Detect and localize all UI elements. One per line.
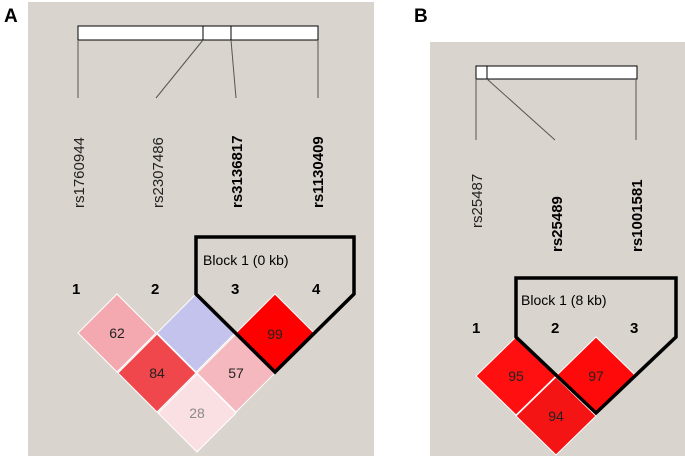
snp-connector [230,39,237,99]
snp-name-rs25487: rs25487 [469,174,486,228]
ld-cell-value: 62 [109,325,125,341]
ld-cell-1-3: 84 [117,333,197,413]
marker-number-1: 1 [72,281,80,298]
ld-cell-value: 97 [588,368,604,384]
snp-name-rs2307486: rs2307486 [150,137,167,208]
chromosome-bar [475,65,638,80]
snp-name-rs1760944: rs1760944 [71,137,88,208]
snp-connector [486,78,556,141]
ld-cell-value: 84 [149,365,165,381]
ld-cell-1-3: 94 [515,376,597,456]
panel-a: A rs1760944 rs2307486 rs3136817 rs113040… [4,2,374,456]
panel-a-ld-matrix: 62 99 84 57 28 [77,293,315,453]
panel-b-position-map [475,65,638,141]
ld-cell-value: 95 [508,368,524,384]
ld-cell-shape [117,333,197,413]
ld-cell-1-4: 28 [157,373,237,453]
marker-number-3: 3 [630,320,638,337]
panel-a-position-map [77,25,319,99]
marker-number-2: 2 [151,281,159,298]
chromosome-bar [77,25,319,41]
snp-name-rs25489: rs25489 [549,196,566,252]
marker-number-4: 4 [312,281,321,298]
ld-cell-1-2: 62 [77,293,157,373]
haplotype-block-label: Block 1 (0 kb) [203,252,289,268]
marker-number-1: 1 [472,320,480,337]
panel-a-letter: A [4,6,18,27]
ld-cell-value: 99 [267,326,283,342]
snp-connector [155,39,204,99]
ld-cell-shape [77,293,157,373]
ld-cell-shape [157,373,237,453]
ld-cell-value: 57 [228,365,244,381]
marker-number-3: 3 [231,281,239,298]
marker-number-2: 2 [551,320,559,337]
snp-name-rs1130409: rs1130409 [310,136,327,208]
panel-b: B rs25487 rs25489 rs1001581 1 2 3 95 97 [414,6,685,456]
ld-cell-value: 94 [548,408,564,424]
ld-cell-shape [515,376,597,456]
ld-cell-value: 28 [189,405,205,421]
haplotype-block-outline [514,276,678,416]
haplotype-block-outline [194,235,356,375]
snp-name-rs3136817: rs3136817 [229,135,246,208]
panel-b-letter: B [414,6,428,27]
haplotype-block-label: Block 1 (8 kb) [521,292,607,308]
snp-name-rs1001581: rs1001581 [629,179,646,252]
